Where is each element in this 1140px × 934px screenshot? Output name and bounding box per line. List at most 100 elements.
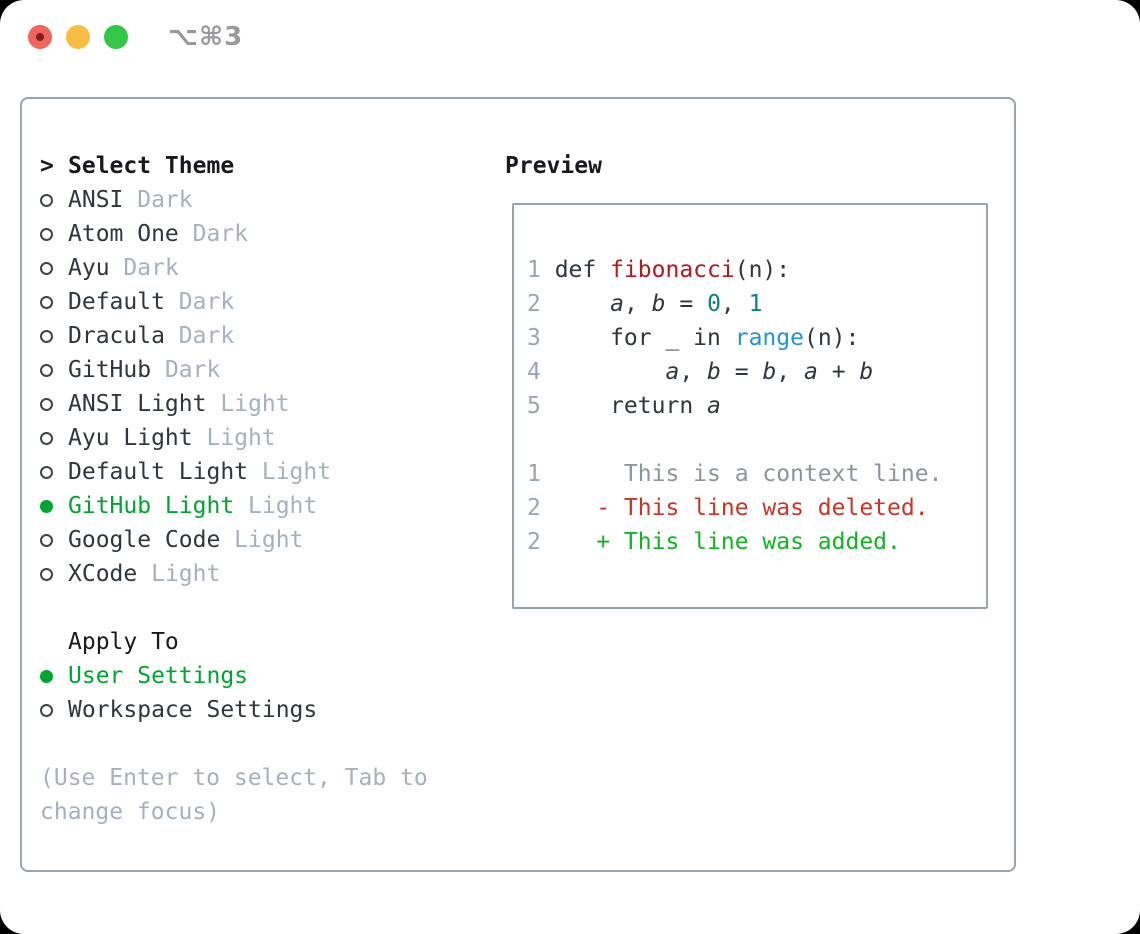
theme-variant: Light <box>234 527 304 553</box>
radio-icon <box>40 295 53 309</box>
code-segment: def <box>540 257 611 283</box>
radio-selected-icon <box>40 669 53 683</box>
code-segment: a <box>610 291 624 317</box>
radio-prefix <box>40 397 68 411</box>
prompt-caret-icon: > <box>40 153 54 179</box>
theme-variant: Light <box>151 561 221 587</box>
preview-title: Preview <box>505 153 602 179</box>
radio-prefix <box>40 703 68 717</box>
theme-name: XCode <box>68 561 138 587</box>
spacer-row <box>40 727 428 761</box>
apply-option-label: Workspace Settings <box>68 697 318 723</box>
theme-variant: Dark <box>123 255 179 281</box>
radio-prefix <box>40 363 68 377</box>
code-segment: , <box>776 359 804 385</box>
line-number: 5 <box>527 393 541 419</box>
theme-option-github-light[interactable]: GitHub Light Light <box>40 489 428 523</box>
apply-option-label: User Settings <box>68 663 249 689</box>
theme-variant: Light <box>220 391 290 417</box>
minimize-button[interactable] <box>66 25 90 49</box>
code-segment: , <box>679 359 708 385</box>
code-segment <box>541 495 596 521</box>
code-segment: 0 <box>707 291 721 317</box>
select-theme-title: Select Theme <box>68 153 235 179</box>
theme-option-ansi[interactable]: ANSI Dark <box>40 183 428 217</box>
code-segment: This is a context line. <box>540 461 943 487</box>
radio-prefix <box>40 669 68 683</box>
theme-variant: Light <box>248 493 318 519</box>
code-segment: = <box>665 291 708 317</box>
code-segment: 1 <box>748 291 763 317</box>
zoom-button[interactable] <box>104 25 128 49</box>
help-text-line: (Use Enter to select, Tab to <box>40 765 428 791</box>
theme-option-ayu-light[interactable]: Ayu Light Light <box>40 421 428 455</box>
code-segment: (n): <box>734 257 791 283</box>
theme-variant: Light <box>206 425 276 451</box>
preview-line: 2 - This line was deleted. <box>527 491 986 525</box>
radio-icon <box>40 431 53 445</box>
radio-icon <box>40 193 53 207</box>
code-segment: range <box>734 325 804 351</box>
help-text-line: change focus) <box>40 799 221 825</box>
theme-option-xcode[interactable]: XCode Light <box>40 557 428 591</box>
preview-line: 5 return a <box>527 389 986 423</box>
line-number: 1 <box>527 461 541 487</box>
code-segment: , <box>623 291 652 317</box>
radio-icon <box>40 465 53 479</box>
radio-selected-icon <box>40 499 53 513</box>
apply-to-title: Apply To <box>68 629 179 655</box>
code-segment: b <box>762 359 777 385</box>
code-segment: + This line was added. <box>596 529 901 555</box>
code-segment: a <box>804 359 818 385</box>
theme-name: GitHub <box>68 357 152 383</box>
radio-prefix <box>40 533 68 547</box>
line-number: 1 <box>527 257 541 283</box>
radio-prefix <box>40 295 68 309</box>
radio-icon <box>40 329 53 343</box>
theme-option-default-light[interactable]: Default Light Light <box>40 455 428 489</box>
theme-name: Default Light <box>68 459 249 485</box>
theme-variant: Dark <box>137 187 193 213</box>
theme-name: Dracula <box>68 323 165 349</box>
preview-line: 1 def fibonacci(n): <box>527 253 986 287</box>
code-segment: fibonacci <box>610 257 735 283</box>
code-segment: (n): <box>803 325 860 351</box>
apply-to-header: Apply To <box>40 625 428 659</box>
theme-name: Ayu Light <box>68 425 193 451</box>
theme-variant: Dark <box>178 289 235 315</box>
radio-prefix <box>40 261 68 275</box>
code-segment <box>541 359 666 385</box>
preview-column: Preview 1 def fibonacci(n):2 a, b = 0, 1… <box>505 149 988 609</box>
line-number: 2 <box>527 291 541 317</box>
preview-line <box>527 423 986 457</box>
radio-icon <box>40 703 53 717</box>
radio-icon <box>40 261 53 275</box>
select-theme-header: > Select Theme <box>40 149 428 183</box>
radio-icon <box>40 227 53 241</box>
apply-option-workspace-settings[interactable]: Workspace Settings <box>40 693 428 727</box>
theme-name: ANSI <box>68 187 124 213</box>
radio-prefix <box>40 329 68 343</box>
line-number: 3 <box>527 325 541 351</box>
code-segment: b <box>707 359 721 385</box>
close-button[interactable] <box>28 25 52 49</box>
preview-line: 2 a, b = 0, 1 <box>527 287 986 321</box>
radio-prefix <box>40 193 68 207</box>
theme-name: GitHub Light <box>68 493 235 519</box>
apply-option-user-settings[interactable]: User Settings <box>40 659 428 693</box>
theme-variant: Light <box>261 459 332 485</box>
line-number: 2 <box>527 495 541 521</box>
